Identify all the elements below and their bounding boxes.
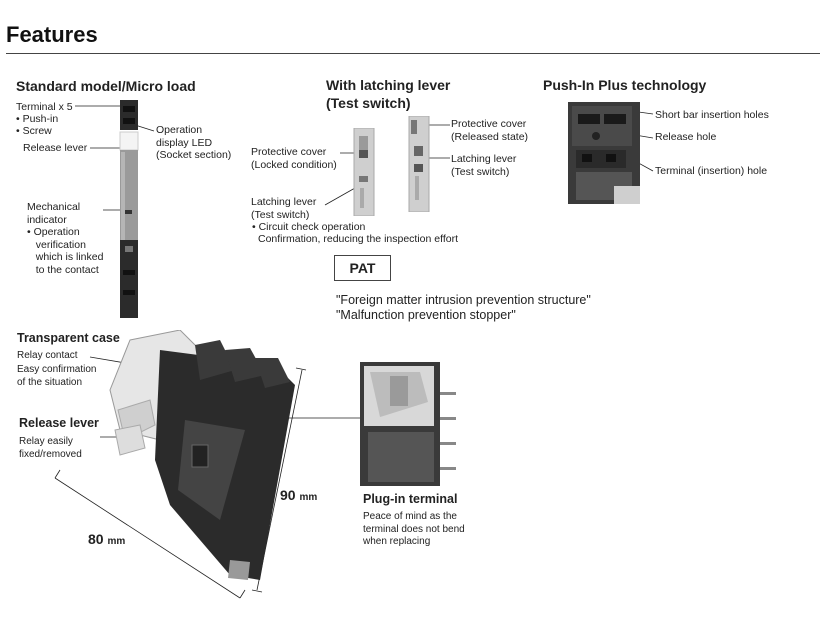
latching-heading-line1: With latching lever — [326, 77, 451, 93]
dimension-80-value: 80 — [88, 531, 104, 547]
relay-contact-label: Relay contact — [17, 350, 78, 361]
terminal-screw-label: • Screw — [16, 125, 52, 137]
transparent-case-heading: Transparent case — [17, 331, 120, 345]
pushin-heading: Push-In Plus technology — [543, 77, 707, 93]
release-hole-label: Release hole — [655, 131, 717, 143]
title-divider — [6, 53, 820, 54]
terminal-pushin-label: • Push-in — [16, 113, 59, 125]
latching-lever-left-label: Latching lever (Test switch) — [251, 196, 317, 221]
pat-badge: PAT — [334, 255, 391, 281]
relay-easily-label: Relay easily fixed/removed — [19, 436, 82, 460]
latching-relay-locked-image — [353, 128, 375, 216]
confirmation-label: Confirmation, reducing the inspection ef… — [258, 233, 459, 245]
latching-lever-right-label: Latching lever (Test switch) — [451, 153, 517, 178]
plugin-terminal-heading: Plug-in terminal — [363, 492, 458, 506]
page-title: Features — [6, 22, 98, 47]
standard-heading: Standard model/Micro load — [16, 78, 196, 94]
terminal-hole-label: Terminal (insertion) hole — [655, 165, 768, 177]
dimension-90-value: 90 — [280, 487, 296, 503]
dimension-80-unit: mm — [107, 536, 126, 547]
latching-heading-line2: (Test switch) — [326, 95, 411, 111]
mechanical-indicator-label: Mechanical indicator — [27, 201, 81, 226]
terminal-label: Terminal x 5 — [16, 101, 73, 113]
pushin-closeup-image — [568, 102, 640, 204]
cover-released-label: Protective cover (Released state) — [451, 118, 529, 143]
cover-locked-label: Protective cover (Locked condition) — [251, 146, 337, 171]
circuit-check-label: • Circuit check operation — [252, 221, 366, 233]
release-lever-heading: Release lever — [19, 416, 99, 430]
dimension-90: 90 mm — [280, 487, 317, 503]
operation-verification-label: • Operation verification which is linked… — [27, 226, 104, 276]
plugin-terminal-image — [360, 362, 456, 486]
dimension-90-unit: mm — [299, 492, 318, 503]
relay-product-image — [109, 330, 295, 580]
operation-led-label: Operation display LED (Socket section) — [156, 124, 232, 161]
plugin-terminal-desc: Peace of mind as the terminal does not b… — [363, 511, 465, 547]
dimension-80: 80 mm — [88, 531, 125, 547]
latching-relay-released-image — [408, 116, 430, 212]
quote-malfunction: "Malfunction prevention stopper" — [336, 308, 516, 322]
standard-relay-image — [119, 100, 139, 318]
release-lever-label: Release lever — [23, 142, 88, 154]
short-bar-label: Short bar insertion holes — [655, 109, 769, 121]
easy-confirmation-label: Easy confirmation of the situation — [17, 364, 97, 388]
quote-foreign-matter: "Foreign matter intrusion prevention str… — [336, 293, 591, 307]
